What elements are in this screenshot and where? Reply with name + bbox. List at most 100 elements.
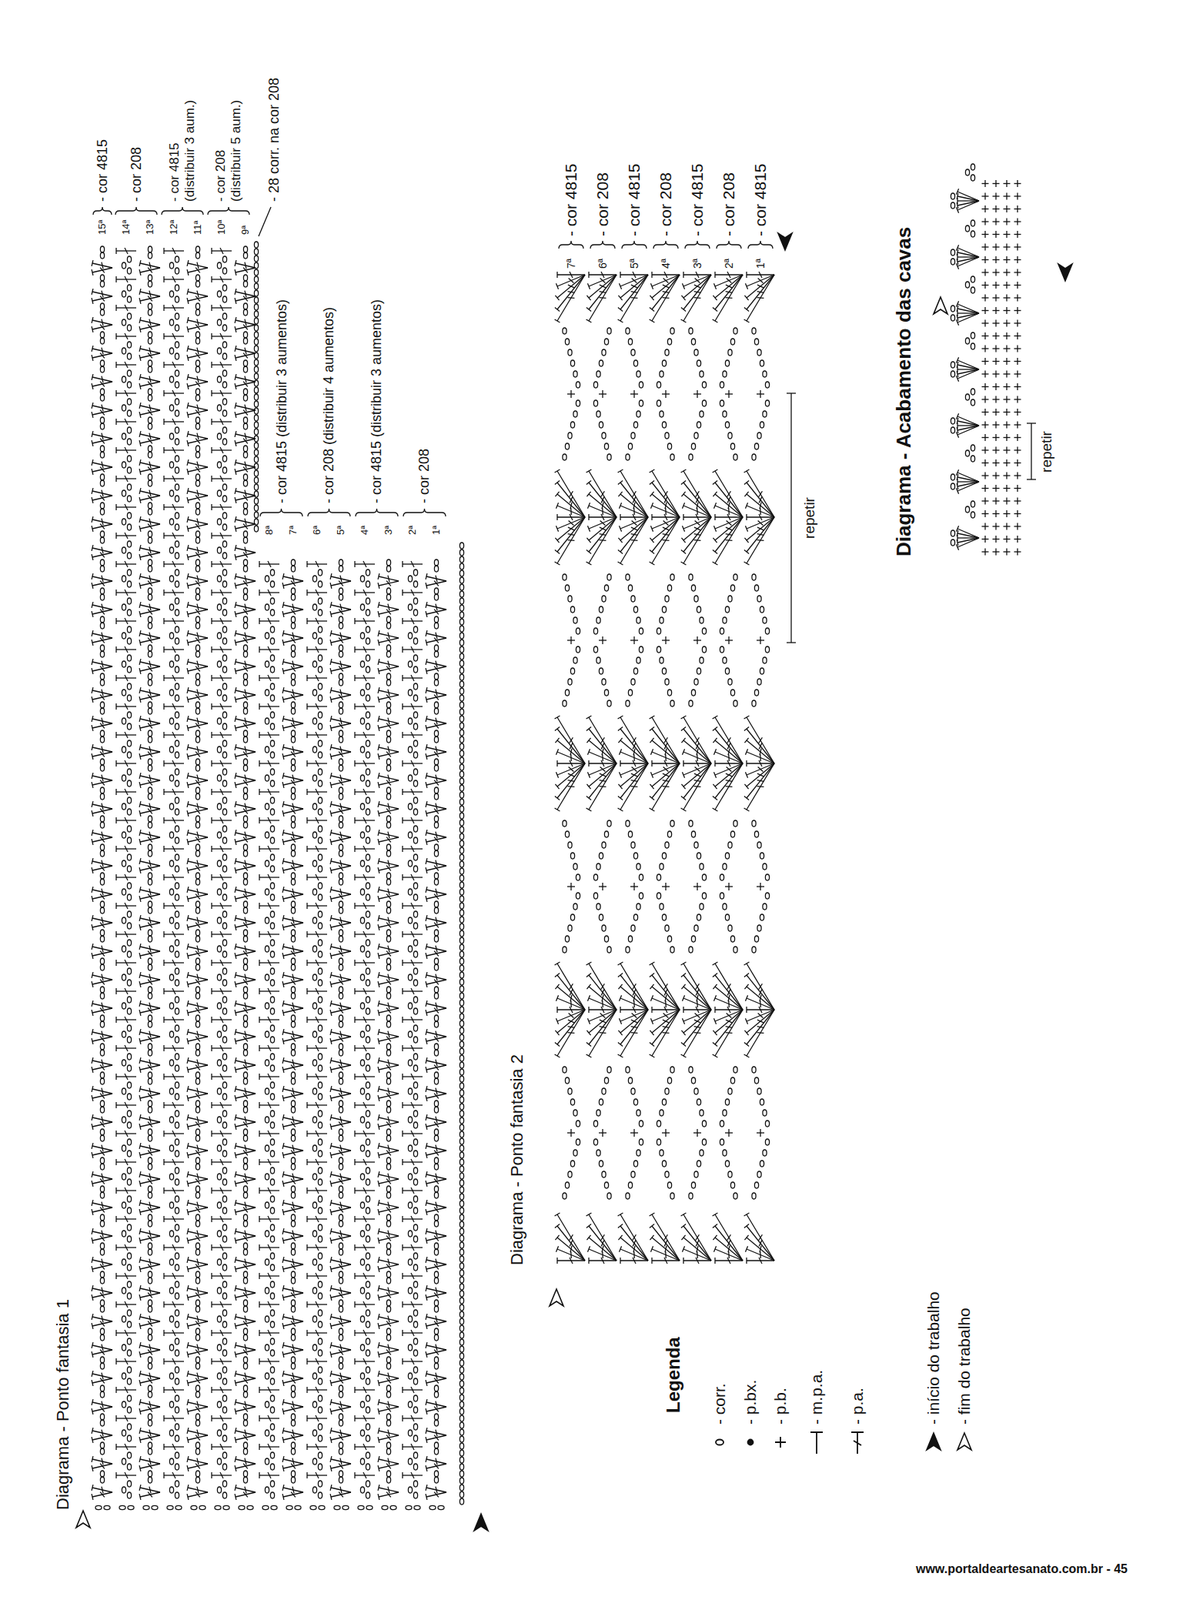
- chain-stitch: [338, 929, 343, 936]
- chain-stitch: [317, 882, 322, 889]
- chain-stitch: [360, 1031, 365, 1038]
- chain-stitch: [290, 673, 295, 680]
- chain-stitch: [317, 1309, 322, 1317]
- stitch-bar: [330, 658, 332, 666]
- chain-stitch: [365, 666, 370, 673]
- stitch-bar: [377, 1399, 380, 1406]
- chain-stitch: [270, 1480, 275, 1488]
- chain-stitch: [386, 758, 391, 766]
- chain-stitch: [386, 872, 391, 879]
- chain-stitch: [365, 1293, 370, 1300]
- chain-stitch: [290, 964, 295, 971]
- stitch-bar: [377, 943, 380, 950]
- stitch-bar: [330, 1427, 332, 1434]
- chain-stitch: [243, 929, 248, 936]
- chain-stitch: [434, 1243, 438, 1250]
- chain-stitch: [317, 1224, 322, 1231]
- chain-stitch: [386, 907, 391, 914]
- chain-stitch: [270, 780, 275, 787]
- chain-stitch: [365, 780, 370, 787]
- chain-stitch: [290, 594, 295, 601]
- chain-stitch: [459, 1373, 464, 1381]
- chain-stitch: [365, 1395, 370, 1402]
- chain-stitch: [312, 575, 317, 582]
- stitch-bar: [330, 1408, 332, 1415]
- chain-stitch: [270, 626, 275, 633]
- chain-stitch: [386, 1328, 391, 1335]
- chain-stitch: [459, 1380, 464, 1387]
- chain-stitch: [413, 1196, 418, 1203]
- chain-stitch: [243, 1021, 248, 1028]
- chain-stitch: [386, 1135, 391, 1142]
- chain-stitch: [317, 894, 322, 901]
- chain-stitch: [386, 986, 391, 993]
- chain-stitch: [338, 1157, 343, 1164]
- chain-stitch: [262, 1505, 269, 1510]
- chain-stitch: [360, 1287, 365, 1294]
- chain-stitch: [312, 1373, 317, 1380]
- chain-stitch: [243, 1106, 248, 1113]
- stitch-bar: [234, 1380, 237, 1387]
- chain-stitch: [264, 1430, 269, 1437]
- chain-stitch: [338, 701, 343, 709]
- chain-stitch: [413, 1224, 418, 1231]
- chain-stitch: [365, 711, 370, 719]
- chain-stitch: [290, 1420, 295, 1427]
- chain-stitch: [459, 1249, 464, 1256]
- chain-stitch: [413, 1150, 418, 1157]
- chain-stitch: [407, 945, 412, 953]
- stitch-bar: [425, 658, 428, 666]
- stitch-bar: [425, 1351, 428, 1358]
- stitch-bar: [377, 696, 380, 703]
- chain-stitch: [338, 594, 343, 601]
- chain-stitch: [386, 701, 391, 709]
- stitch-bar: [425, 744, 428, 751]
- chain-stitch: [317, 1025, 322, 1032]
- chain-stitch: [312, 1116, 317, 1123]
- chain-stitch: [413, 1293, 418, 1300]
- chain-stitch: [312, 775, 317, 782]
- chain-stitch: [338, 958, 343, 965]
- chain-stitch: [386, 736, 391, 743]
- stitch-bar: [282, 810, 285, 817]
- chain-stitch: [338, 1192, 343, 1199]
- chain-stitch: [253, 297, 258, 304]
- chain-stitch: [338, 565, 343, 572]
- stitch-bar: [330, 867, 332, 874]
- chain-stitch: [434, 1470, 438, 1478]
- chain-stitch: [317, 1008, 322, 1015]
- stitch-bar: [330, 1370, 332, 1377]
- stitch-bar: [377, 1095, 380, 1102]
- chain-stitch: [365, 865, 370, 873]
- chain-stitch: [317, 1452, 322, 1459]
- chain-stitch: [290, 651, 295, 658]
- chain-stitch: [290, 1043, 295, 1050]
- chain-stitch: [253, 428, 258, 435]
- chain-stitch: [270, 1236, 275, 1243]
- stitch-bar: [234, 1436, 237, 1444]
- chain-stitch: [243, 1049, 248, 1056]
- chain-stitch: [459, 1076, 464, 1083]
- chain-stitch: [459, 743, 464, 750]
- chain-stitch: [253, 511, 258, 518]
- chain-stitch: [338, 872, 343, 879]
- stitch-bar: [330, 1086, 332, 1093]
- chain-stitch: [459, 771, 464, 778]
- stitch-bar: [282, 1199, 285, 1207]
- stitch-bar: [425, 1380, 428, 1387]
- chain-stitch: [434, 1413, 438, 1421]
- chain-stitch: [270, 1150, 275, 1157]
- stitch-bar: [377, 753, 380, 760]
- chain-stitch: [243, 935, 248, 943]
- chain-stitch: [407, 1173, 412, 1180]
- chain-stitch: [386, 787, 391, 794]
- chain-stitch: [253, 373, 258, 380]
- chain-stitch: [270, 1264, 275, 1271]
- chain-stitch: [459, 826, 464, 833]
- stitch-bar: [425, 630, 428, 637]
- chain-stitch: [434, 1249, 438, 1256]
- stitch-bar: [234, 753, 237, 760]
- chain-stitch: [243, 1214, 248, 1221]
- chain-stitch: [407, 775, 412, 782]
- chain-stitch: [413, 1236, 418, 1243]
